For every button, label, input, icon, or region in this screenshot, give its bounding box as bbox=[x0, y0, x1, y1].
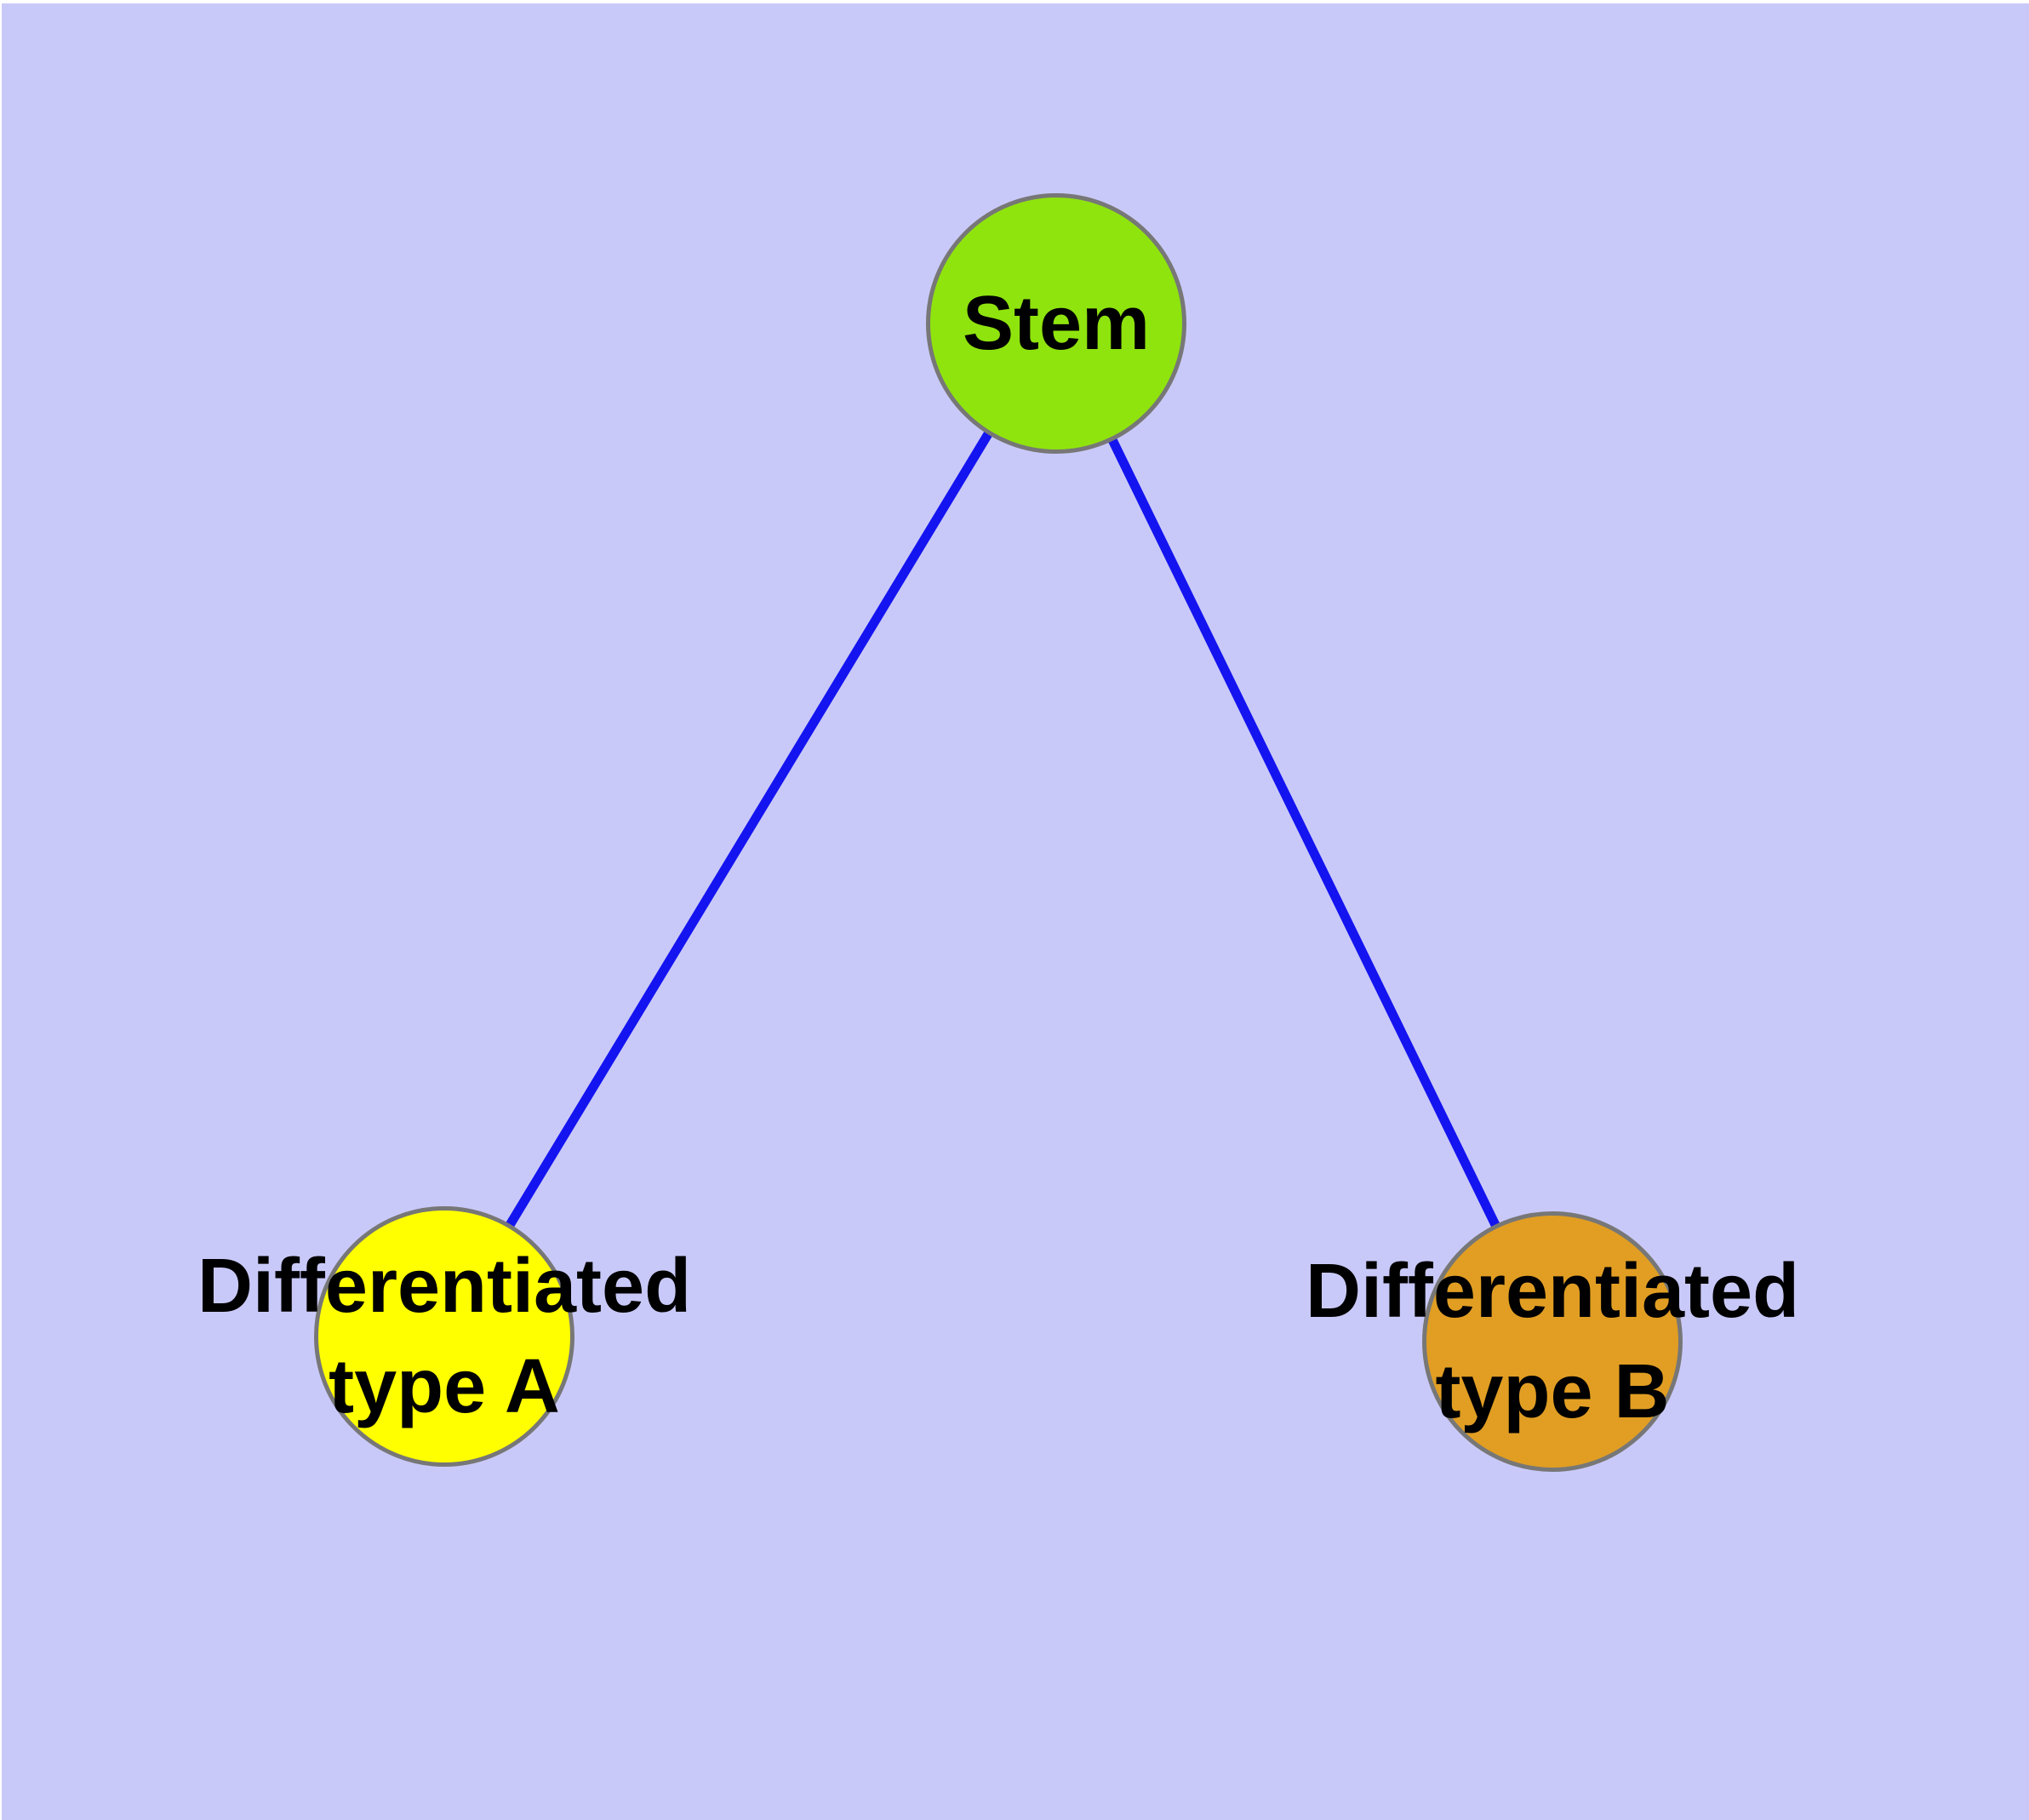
edge-stem-to-type-a bbox=[439, 320, 1060, 1336]
node-differentiated-type-b-label: Differentiated type B bbox=[1305, 1249, 1800, 1434]
node-differentiated-type-b: Differentiated type B bbox=[1306, 1211, 1799, 1472]
node-differentiated-type-a: Differentiated type A bbox=[197, 1206, 691, 1467]
node-stem-label: Stem bbox=[962, 281, 1151, 366]
edges-layer bbox=[439, 320, 1556, 1342]
node-differentiated-type-a-label: Differentiated type A bbox=[197, 1244, 692, 1429]
node-stem: Stem bbox=[926, 193, 1186, 454]
edge-stem-to-type-b bbox=[1051, 320, 1556, 1342]
